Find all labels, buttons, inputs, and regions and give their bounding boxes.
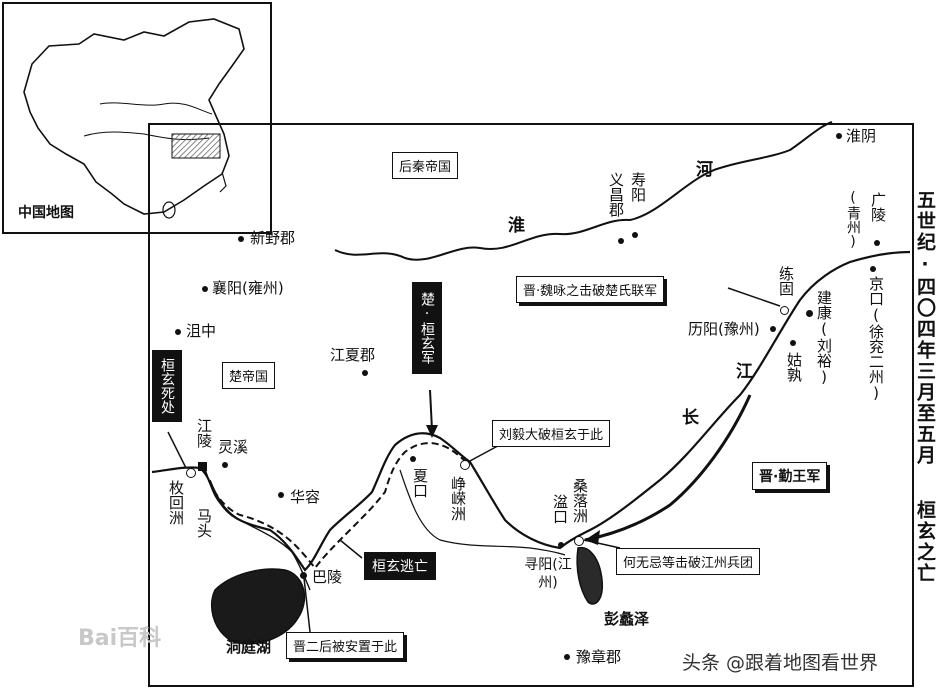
place-qingzhou: (青州) [845, 190, 861, 250]
callout-chu-army: 楚·桓玄军 [412, 282, 442, 374]
place-jiankang: 建康(刘裕) [815, 290, 833, 386]
place-huaiyin: 淮阴 [846, 127, 877, 145]
state-later-qin: 后秦帝国 [392, 152, 459, 179]
huai-river [334, 121, 833, 261]
place-yuzhang: 豫章郡 [576, 648, 622, 666]
china-outline [23, 18, 245, 219]
marker-jiangling [198, 462, 207, 471]
dot-xiakou [410, 456, 416, 462]
marker-zhengrongzhou [460, 460, 470, 470]
callout-wei-yong: 晋·魏咏之击破楚氏联军 [516, 276, 665, 303]
hainan-island [162, 201, 176, 219]
place-baling: 巴陵 [312, 568, 343, 586]
marker-meihui [186, 468, 196, 478]
place-huarong: 华容 [290, 488, 321, 506]
inset-china-map: 中国地图 [2, 2, 272, 234]
place-penkou: 湓口 [551, 494, 569, 524]
place-liangu: 练固 [777, 266, 795, 296]
callout-jin-army: 晋·勤王军 [752, 462, 828, 490]
inset-highlight-region [171, 133, 221, 159]
pengli-lake [576, 546, 604, 605]
dot-gushu [790, 340, 796, 346]
place-jiangling: 江陵 [195, 418, 213, 448]
callout-huan-flee: 桓玄逃亡 [364, 552, 436, 580]
dot-xinye [238, 236, 244, 242]
place-xunyang: 寻阳(江州) [524, 557, 572, 592]
dot-penkou [558, 542, 564, 548]
river-jiang-char1: 长 [682, 408, 699, 428]
dot-huaiyin [836, 133, 842, 139]
dot-lingxi [222, 462, 228, 468]
callout-jin-emperor: 晋二后被安置于此 [286, 632, 405, 659]
taiwan-island [219, 171, 227, 193]
callout-he-wuji: 何无忌等击破江州兵团 [616, 548, 761, 575]
place-yichang: 义昌郡 [607, 172, 625, 217]
place-matou: 马头 [195, 508, 213, 538]
dot-jingkou [870, 266, 876, 272]
marker-sangluozhou [574, 536, 584, 546]
place-guangling: 广陵 [869, 192, 887, 222]
marker-liangu [780, 306, 789, 315]
dot-guangling [874, 240, 880, 246]
callout-liuyi: 刘毅大破桓玄于此 [492, 420, 611, 447]
place-shouyang: 寿阳 [629, 172, 647, 202]
map-title-subject: 桓玄之亡 [914, 500, 936, 584]
place-zhengrongzhou: 峥嵘洲 [449, 476, 467, 521]
place-sangluozhou: 桑落洲 [571, 478, 589, 523]
place-jingkou: 京口(徐兖二州) [867, 276, 885, 402]
place-xinye: 新野郡 [250, 229, 296, 247]
dot-yichang [618, 238, 624, 244]
place-lingxi: 灵溪 [218, 438, 249, 456]
watermark-toutiao: 头条 @跟着地图看世界 [682, 652, 879, 674]
place-xiakou: 夏口 [411, 468, 429, 498]
place-gushu: 姑孰 [785, 352, 803, 382]
dot-xiangyang [202, 286, 208, 292]
place-liyang: 历阳(豫州) [688, 320, 760, 338]
chu-army-arrow [429, 389, 433, 431]
place-dongting: 洞庭湖 [226, 638, 272, 656]
callout-huan-death: 桓玄死处 [152, 350, 182, 422]
inset-label: 中国地图 [18, 205, 74, 221]
main-map-frame [148, 123, 914, 687]
watermark-baidu: Bai百科 [78, 626, 162, 651]
place-meihui: 枚回洲 [167, 480, 185, 525]
place-pengli: 彭蠡泽 [604, 610, 650, 628]
dongting-lake [211, 568, 306, 645]
state-chu: 楚帝国 [222, 362, 276, 389]
dot-jiangxia [362, 370, 368, 376]
dot-baling [300, 572, 307, 579]
dot-juzhong [175, 329, 181, 335]
dot-huarong [278, 492, 284, 498]
jin-army-arrow [584, 394, 752, 542]
dot-shouyang [632, 232, 638, 238]
dot-liyang [770, 326, 776, 332]
dot-yuzhang [564, 654, 570, 660]
river-huai-char1: 淮 [508, 216, 525, 236]
river-jiang-char2: 江 [736, 362, 753, 382]
river-huai-char2: 河 [696, 160, 713, 180]
map-title-period: 五世纪·四〇四年三月至五月 [914, 190, 936, 466]
place-xiangyang: 襄阳(雍州) [212, 279, 284, 297]
flight-route [204, 442, 467, 570]
place-jiangxia: 江夏郡 [330, 346, 376, 364]
place-juzhong: 沮中 [186, 322, 217, 340]
dot-jiankang [806, 310, 813, 317]
